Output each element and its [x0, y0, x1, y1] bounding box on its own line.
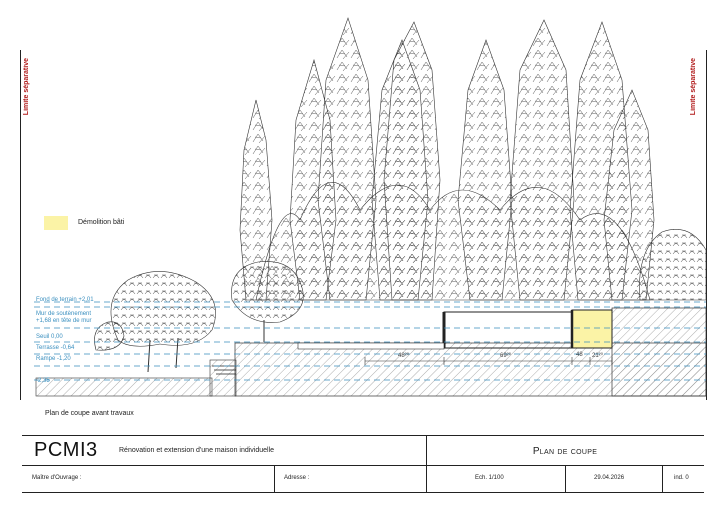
- title-block: PCMI3 Rénovation et extension d'une mais…: [22, 435, 704, 493]
- ground-section: [35, 307, 707, 397]
- title-block-divider: [662, 466, 663, 492]
- dimension-label: 48: [576, 352, 583, 358]
- level-lines: [34, 301, 706, 381]
- sheet-left-border: [20, 50, 21, 400]
- level-label: Terrasse -0,64: [36, 345, 75, 351]
- poplar-trees: [239, 17, 655, 301]
- title-block-bottom-border: [22, 492, 704, 493]
- dimension-line: [364, 357, 613, 365]
- title-block-info-row: Maître d'Ouvrage : Adresse : Ech. 1/100 …: [22, 466, 704, 492]
- level-label: Mur de soutènement: [36, 311, 92, 317]
- legend-label: Démolition bâti: [78, 219, 125, 226]
- title-block-header-row: PCMI3 Rénovation et extension d'une mais…: [22, 436, 704, 466]
- plan-title: Plan de coupe: [532, 446, 598, 457]
- dimension-label: 69²⁰: [500, 353, 512, 359]
- date-label: 29.04.2026: [594, 475, 625, 481]
- title-block-divider: [274, 466, 275, 492]
- index-label: ind. 0: [674, 475, 689, 481]
- owner-label: Maître d'Ouvrage :: [32, 475, 82, 481]
- level-label: Rampe -1,20: [36, 356, 71, 362]
- scale-label: Ech. 1/100: [475, 475, 504, 481]
- level-label: -2,35: [36, 378, 50, 384]
- level-label: Fond de terrain +2,01: [36, 297, 94, 303]
- project-description: Rénovation et extension d'une maison ind…: [119, 447, 275, 454]
- sheet-right-border: [706, 50, 707, 400]
- project-code: PCMI3: [34, 439, 98, 461]
- right-bush: [639, 229, 707, 301]
- level-label: +1,68 en tête de mur: [36, 318, 92, 324]
- legend-swatch: [44, 216, 68, 230]
- title-block-divider: [565, 466, 566, 492]
- section-drawing: [34, 17, 707, 397]
- level-label: Seuil 0,00: [36, 334, 63, 340]
- address-label: Adresse :: [284, 475, 310, 481]
- dimension-label: 48²⁰: [398, 353, 410, 359]
- dimension-label: 21²⁰: [592, 353, 604, 359]
- drawing-caption: Plan de coupe avant travaux: [45, 410, 134, 417]
- title-block-divider: [426, 436, 427, 492]
